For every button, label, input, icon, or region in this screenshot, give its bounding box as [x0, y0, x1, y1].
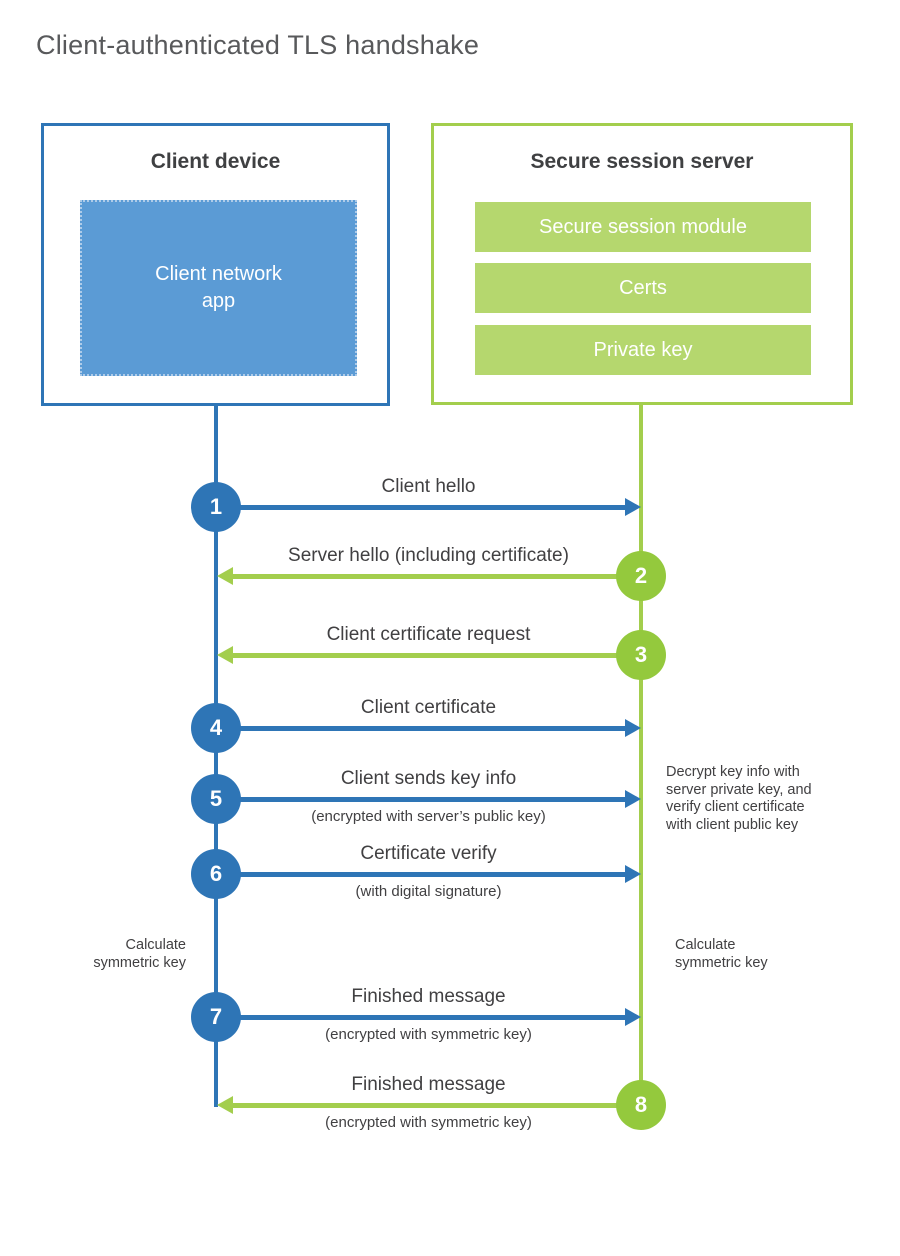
- secure-session-server-title: Secure session server: [530, 150, 754, 173]
- step-4-number-badge: 4: [191, 703, 241, 753]
- server-lifeline: [639, 405, 643, 1106]
- step-6-number-badge: 6: [191, 849, 241, 899]
- step-8-arrow-left: [217, 1096, 641, 1114]
- handshake-step-1: Client hello 1: [0, 476, 900, 540]
- calculate-symmetric-key-note-client: Calculate symmetric key: [93, 937, 186, 971]
- step-7-sublabel: (encrypted with symmetric key): [325, 1026, 532, 1043]
- step-3-number-badge: 3: [616, 630, 666, 680]
- step-6-label: Certificate verify: [360, 843, 497, 864]
- step-5-sublabel: (encrypted with server’s public key): [311, 808, 546, 825]
- step-5-number-badge: 5: [191, 774, 241, 824]
- step-1-arrow-right: [217, 498, 641, 516]
- step-2-label: Server hello (including certificate): [288, 545, 569, 566]
- step-1-number-badge: 1: [191, 482, 241, 532]
- step-8-number-badge: 8: [616, 1080, 666, 1130]
- handshake-step-6: Certificate verify (with digital signatu…: [0, 843, 900, 907]
- step-2-arrow-left: [217, 567, 641, 585]
- step-4-arrow-right: [217, 719, 641, 737]
- calculate-symmetric-key-note-server: Calculate symmetric key: [675, 937, 768, 971]
- client-device-title: Client device: [150, 150, 281, 173]
- decrypt-key-note: Decrypt key info with server private key…: [666, 764, 812, 833]
- handshake-step-4: Client certificate 4: [0, 697, 900, 761]
- client-device-box: Client device Client network app: [41, 123, 390, 406]
- handshake-step-7: Finished message (encrypted with symmetr…: [0, 986, 900, 1050]
- secure-session-server-box: Secure session server Secure session mod…: [431, 123, 853, 405]
- step-6-sublabel: (with digital signature): [355, 883, 502, 900]
- step-3-arrow-left: [217, 646, 641, 664]
- step-3-label: Client certificate request: [326, 624, 531, 645]
- handshake-step-5: Client sends key info (encrypted with se…: [0, 768, 900, 832]
- handshake-step-3: Client certificate request 3: [0, 624, 900, 688]
- step-8-sublabel: (encrypted with symmetric key): [325, 1114, 532, 1131]
- handshake-step-8: Finished message (encrypted with symmetr…: [0, 1074, 900, 1138]
- step-8-label: Finished message: [351, 1074, 506, 1095]
- step-5-label: Client sends key info: [340, 768, 517, 789]
- step-4-label: Client certificate: [360, 697, 497, 718]
- step-5-arrow-right: [217, 790, 641, 808]
- server-module-secure-session: Secure session module: [475, 202, 811, 252]
- step-1-label: Client hello: [381, 476, 476, 497]
- client-network-app-box: Client network app: [80, 200, 357, 376]
- step-7-number-badge: 7: [191, 992, 241, 1042]
- step-7-arrow-right: [217, 1008, 641, 1026]
- page-title: Client-authenticated TLS handshake: [36, 30, 480, 60]
- step-6-arrow-right: [217, 865, 641, 883]
- handshake-step-2: Server hello (including certificate) 2: [0, 545, 900, 609]
- server-module-private-key: Private key: [475, 325, 811, 375]
- step-7-label: Finished message: [351, 986, 506, 1007]
- step-2-number-badge: 2: [616, 551, 666, 601]
- server-module-certs: Certs: [475, 263, 811, 313]
- client-lifeline: [214, 406, 218, 1107]
